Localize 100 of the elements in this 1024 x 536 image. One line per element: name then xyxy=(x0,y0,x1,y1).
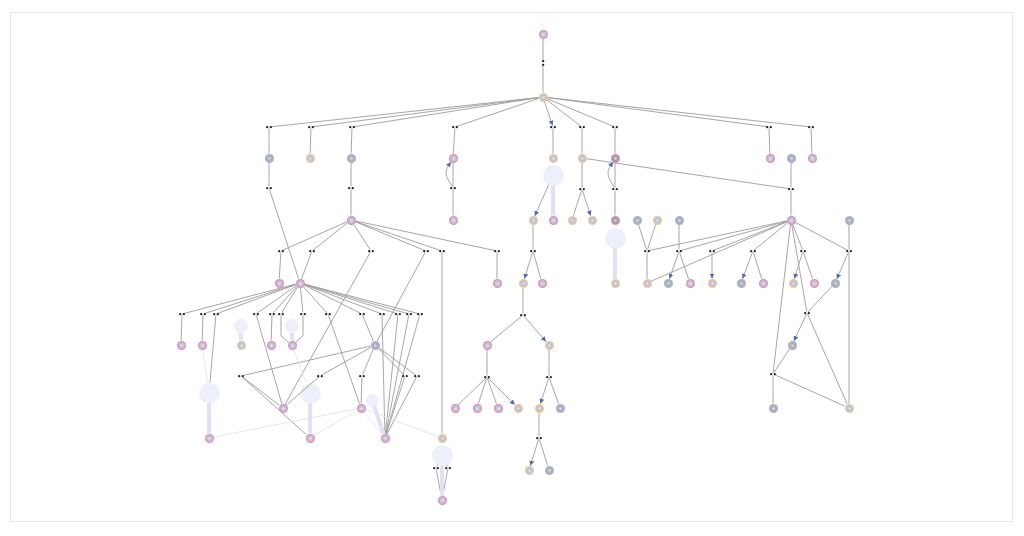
entity-node xyxy=(844,403,854,413)
junction-dot xyxy=(238,374,244,378)
connector-line xyxy=(547,97,810,128)
junction-dot xyxy=(417,312,423,316)
junction-dot xyxy=(395,312,401,316)
connector-line xyxy=(350,162,352,187)
flow-band xyxy=(207,403,211,434)
connector-line xyxy=(679,251,689,280)
connector-line xyxy=(807,285,833,313)
junction-dot xyxy=(308,125,314,129)
entity-node xyxy=(370,340,380,350)
junction-dot xyxy=(612,125,618,129)
connector-line xyxy=(546,98,615,127)
connector-line xyxy=(768,128,771,154)
entity-node xyxy=(305,433,315,443)
junction-dot xyxy=(750,249,756,253)
junction-dot xyxy=(359,374,365,378)
junction-dot xyxy=(612,187,618,191)
connector-line xyxy=(445,464,448,468)
connector-line xyxy=(272,285,298,314)
junction-dot xyxy=(278,249,284,253)
cluster-bubble xyxy=(604,227,626,249)
connector-line xyxy=(301,251,312,280)
connector-line xyxy=(302,285,328,314)
connector-line xyxy=(269,189,300,280)
junction-dot xyxy=(269,312,275,316)
entity-node xyxy=(786,215,796,225)
entity-node xyxy=(807,153,817,163)
flow-band xyxy=(372,405,386,435)
junction-dot xyxy=(266,186,272,190)
junction-dot xyxy=(520,313,526,317)
junction-dot xyxy=(179,312,185,316)
connector-line xyxy=(791,224,808,312)
entity-node xyxy=(356,403,366,413)
connector-line xyxy=(303,284,382,314)
connector-line xyxy=(363,411,383,435)
cluster-bubble xyxy=(234,319,248,333)
connector-line xyxy=(180,315,183,341)
connector-line xyxy=(810,128,813,154)
connector-line xyxy=(614,128,616,154)
connector-line xyxy=(680,220,788,252)
connector-line xyxy=(496,252,498,279)
entity-node xyxy=(548,215,558,225)
entity-node xyxy=(236,340,246,350)
junction-dot xyxy=(644,249,650,253)
cluster-bubble xyxy=(285,319,299,333)
entity-node xyxy=(492,278,502,288)
entity-node xyxy=(537,278,547,288)
junction-dot xyxy=(379,312,385,316)
connector-line xyxy=(581,162,583,188)
connector-line xyxy=(280,315,289,343)
connector-line xyxy=(532,224,534,250)
entity-node xyxy=(197,340,207,350)
entity-node xyxy=(786,153,796,163)
connector-line xyxy=(848,252,850,404)
connector-line xyxy=(204,283,297,314)
connector-line xyxy=(270,315,273,341)
entity-node xyxy=(587,215,597,225)
connector-line xyxy=(295,315,304,343)
connector-line xyxy=(753,252,763,280)
entity-node xyxy=(176,340,186,350)
entity-node xyxy=(538,92,548,102)
entity-node xyxy=(610,278,620,288)
junction-dot xyxy=(253,312,259,316)
entity-node xyxy=(493,403,503,413)
cluster-bubble xyxy=(299,382,321,404)
connector-line xyxy=(376,251,426,342)
cluster-bubble xyxy=(198,382,220,404)
connector-line xyxy=(522,287,524,314)
entity-node xyxy=(437,433,447,443)
entity-node xyxy=(278,403,288,413)
entity-node xyxy=(544,465,554,475)
junction-dot xyxy=(317,374,323,378)
connector-line xyxy=(377,347,405,376)
junction-dot xyxy=(766,125,772,129)
connector-line xyxy=(362,348,374,376)
entity-node xyxy=(346,215,356,225)
junction-dot xyxy=(423,249,429,253)
connector-line xyxy=(807,313,848,405)
junction-dot xyxy=(808,125,814,129)
connector-line xyxy=(378,347,417,376)
connector-line xyxy=(614,190,616,216)
connector-line xyxy=(385,315,410,435)
entity-node xyxy=(548,153,558,163)
connector-line xyxy=(790,162,792,188)
entity-node xyxy=(674,215,684,225)
connector-line xyxy=(309,128,312,154)
connector-line xyxy=(320,346,372,376)
entity-node xyxy=(768,403,778,413)
junction-dot xyxy=(213,312,219,316)
connector-line xyxy=(794,221,849,251)
entity-node xyxy=(534,403,544,413)
entity-node xyxy=(538,29,548,39)
junction-dot xyxy=(546,375,552,379)
connector-line xyxy=(354,221,426,251)
connector-line xyxy=(712,221,788,251)
connector-line xyxy=(313,409,358,437)
entity-node xyxy=(524,465,534,475)
junction-dot xyxy=(433,466,439,470)
connector-line xyxy=(678,224,680,250)
